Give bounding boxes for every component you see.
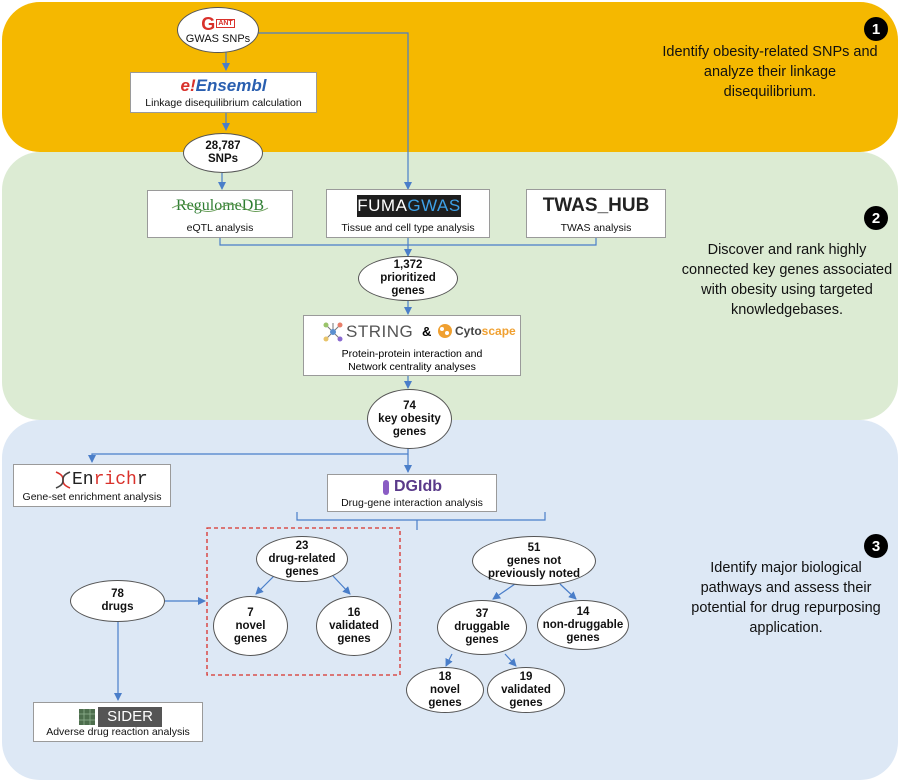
twas-hub-logo: TWAS_HUB	[542, 195, 650, 216]
non-druggable-label-1: non-druggable	[542, 618, 624, 631]
prioritized-count: 1,372	[393, 259, 423, 271]
druggable-label-2: genes	[465, 634, 499, 646]
step-1-badge: 1	[864, 17, 888, 41]
non-druggable-genes-node: 14 non-druggable genes	[537, 600, 629, 650]
string-caption: Protein-protein interaction and Network …	[341, 348, 483, 373]
validated19-label-2: genes	[509, 696, 543, 709]
ensembl-box: e!Ensembl Linkage disequilibrium calcula…	[130, 72, 317, 113]
string-network-icon	[323, 322, 343, 342]
novel7-label-1: novel	[235, 619, 266, 632]
not-noted-label-2: previously noted	[487, 567, 581, 580]
cytoscape-logo: Cytoscape	[455, 324, 516, 338]
gwas-label: GWAS SNPs	[185, 32, 251, 45]
novel7-label-2: genes	[233, 632, 268, 645]
string-logo: STRING	[346, 322, 414, 341]
novel18-label-1: novel	[429, 683, 461, 696]
novel-genes-7-node: 7 novel genes	[213, 596, 288, 656]
dna-wave-icon	[171, 204, 269, 212]
genes-not-noted-node: 51 genes not previously noted	[472, 536, 596, 586]
novel18-label-2: genes	[428, 696, 462, 709]
novel7-count: 7	[247, 606, 254, 619]
not-noted-count: 51	[527, 541, 541, 554]
drug-related-genes-node: 23 drug-related genes	[256, 536, 348, 582]
enrichr-caption: Gene-set enrichment analysis	[22, 491, 162, 503]
step-2-description: Discover and rank highly connected key g…	[681, 242, 893, 318]
key-genes-label-2: genes	[392, 425, 427, 438]
validated-genes-19-node: 19 validated genes	[487, 667, 565, 713]
validated19-count: 19	[519, 670, 533, 683]
dgidb-logo: DGIdb	[394, 478, 442, 495]
validated16-label-1: validated	[329, 619, 379, 632]
ensembl-logo-mark: e!	[180, 76, 196, 95]
step-2-badge: 2	[864, 206, 888, 230]
not-noted-label-1: genes not	[506, 554, 562, 567]
enrichr-logo: Enrichr	[72, 470, 148, 490]
snps-count: 28,787	[205, 140, 241, 152]
sider-cube-icon	[79, 709, 95, 725]
prioritized-genes-node: 1,372 prioritized genes	[358, 256, 458, 301]
validated16-count: 16	[347, 606, 361, 619]
validated19-label-1: validated	[501, 683, 551, 696]
gwas-logo-sub: ANT	[216, 19, 235, 28]
drug-related-label-2: genes	[285, 565, 319, 578]
non-druggable-count: 14	[576, 605, 590, 618]
non-druggable-label-2: genes	[566, 631, 600, 644]
dgidb-box: DGIdb Drug-gene interaction analysis	[327, 474, 497, 512]
dgidb-caption: Drug-gene interaction analysis	[341, 497, 483, 509]
step-1-description: Identify obesity-related SNPs and analyz…	[662, 44, 878, 100]
key-genes-count: 74	[403, 399, 416, 412]
drugs-count: 78	[111, 588, 124, 600]
cytoscape-icon	[438, 324, 452, 338]
ampersand: &	[422, 324, 432, 339]
snps-label: SNPs	[207, 153, 239, 165]
novel18-count: 18	[438, 670, 452, 683]
prioritized-label-1: prioritized	[380, 272, 436, 284]
regulomedb-caption: eQTL analysis	[186, 222, 254, 234]
gwas-node: G ANT GWAS SNPs	[177, 7, 259, 53]
step-3-badge: 3	[864, 534, 888, 558]
validated16-label-2: genes	[337, 632, 371, 645]
fuma-caption: Tissue and cell type analysis	[341, 222, 475, 234]
druggable-label-1: druggable	[454, 621, 510, 633]
highlight-box	[206, 527, 401, 676]
key-obesity-genes-node: 74 key obesity genes	[367, 389, 452, 449]
drugs-label: drugs	[101, 601, 134, 613]
drug-related-label-1: drug-related	[268, 552, 336, 565]
ensembl-logo: Ensembl	[195, 76, 267, 95]
test-tube-icon	[383, 480, 389, 495]
enrichr-box: Enrichr Gene-set enrichment analysis	[13, 464, 171, 507]
drugs-node: 78 drugs	[70, 580, 165, 622]
druggable-genes-node: 37 druggable genes	[437, 600, 527, 655]
key-genes-label-1: key obesity	[378, 412, 441, 425]
step-3-description: Identify major biological pathways and a…	[691, 560, 881, 636]
prioritized-label-2: genes	[391, 285, 425, 297]
sider-logo: SIDER	[98, 707, 162, 727]
twas-hub-caption: TWAS analysis	[560, 222, 632, 234]
dna-helix-icon	[55, 471, 71, 489]
string-cytoscape-box: STRING & Cytoscape Protein-protein inter…	[303, 315, 521, 376]
druggable-count: 37	[475, 608, 489, 620]
snps-node: 28,787 SNPs	[183, 133, 263, 173]
twas-hub-box: TWAS_HUB TWAS analysis	[526, 189, 666, 238]
sider-caption: Adverse drug reaction analysis	[46, 726, 190, 738]
drug-related-count: 23	[295, 539, 309, 552]
regulomedb-box: RegulomeDB eQTL analysis	[147, 190, 293, 238]
gwas-logo: G	[201, 13, 216, 34]
validated-genes-16-node: 16 validated genes	[316, 596, 392, 656]
novel-genes-18-node: 18 novel genes	[406, 667, 484, 713]
sider-box: SIDER Adverse drug reaction analysis	[33, 702, 203, 742]
regulomedb-logo: RegulomeDB	[176, 197, 264, 214]
ensembl-caption: Linkage disequilibrium calculation	[145, 97, 302, 109]
